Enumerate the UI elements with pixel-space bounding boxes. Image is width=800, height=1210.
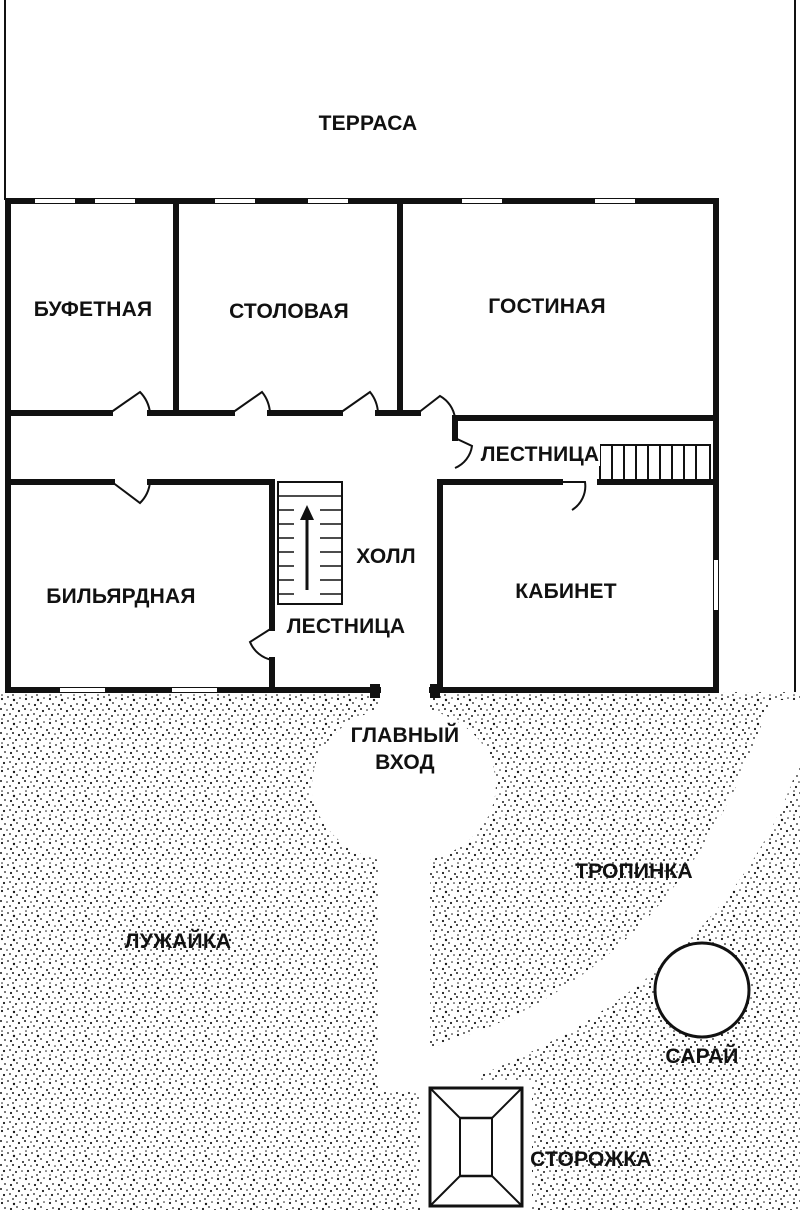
label-stairs-right: ЛЕСТНИЦА	[481, 443, 600, 466]
door-stairs-right	[454, 437, 474, 469]
door-living	[417, 394, 456, 419]
label-living: ГОСТИНАЯ	[488, 295, 606, 318]
label-hall: ХОЛЛ	[356, 545, 416, 568]
label-study: КАБИНЕТ	[515, 580, 617, 603]
door-study	[560, 481, 587, 511]
label-terrace: ТЕРРАСА	[319, 112, 418, 135]
label-main-entrance-1: ГЛАВНЫЙ	[351, 723, 460, 747]
doors	[109, 390, 587, 661]
shed-structure	[653, 941, 751, 1039]
terrace	[4, 0, 796, 692]
door-dining	[231, 390, 271, 414]
label-pantry: БУФЕТНАЯ	[34, 298, 153, 321]
door-pantry	[109, 390, 151, 414]
label-dining: СТОЛОВАЯ	[229, 300, 349, 323]
lodge-structure	[428, 1086, 524, 1208]
stairs-right	[599, 444, 711, 483]
label-billiard: БИЛЬЯРДНАЯ	[46, 585, 195, 608]
stairs-hall	[277, 481, 343, 605]
label-stairs-hall: ЛЕСТНИЦА	[287, 615, 406, 638]
label-path: ТРОПИНКА	[575, 860, 693, 883]
label-lawn: ЛУЖАЙКА	[125, 929, 231, 953]
label-main-entrance-2: ВХОД	[375, 751, 435, 774]
door-billiard-side	[248, 627, 273, 661]
garden-path	[430, 700, 800, 1092]
door-billiard-top	[111, 481, 151, 505]
arrow-head-icon	[300, 505, 314, 520]
label-lodge: СТОРОЖКА	[530, 1148, 652, 1171]
entrance-forecourt	[312, 707, 496, 863]
house-walls	[5, 198, 719, 698]
labels: ТЕРРАСА БУФЕТНАЯ СТОЛОВАЯ ГОСТИНАЯ ЛЕСТН…	[34, 112, 739, 1171]
door-dining-2	[339, 390, 379, 414]
label-shed: САРАЙ	[665, 1044, 738, 1068]
interior-walls	[5, 198, 719, 693]
